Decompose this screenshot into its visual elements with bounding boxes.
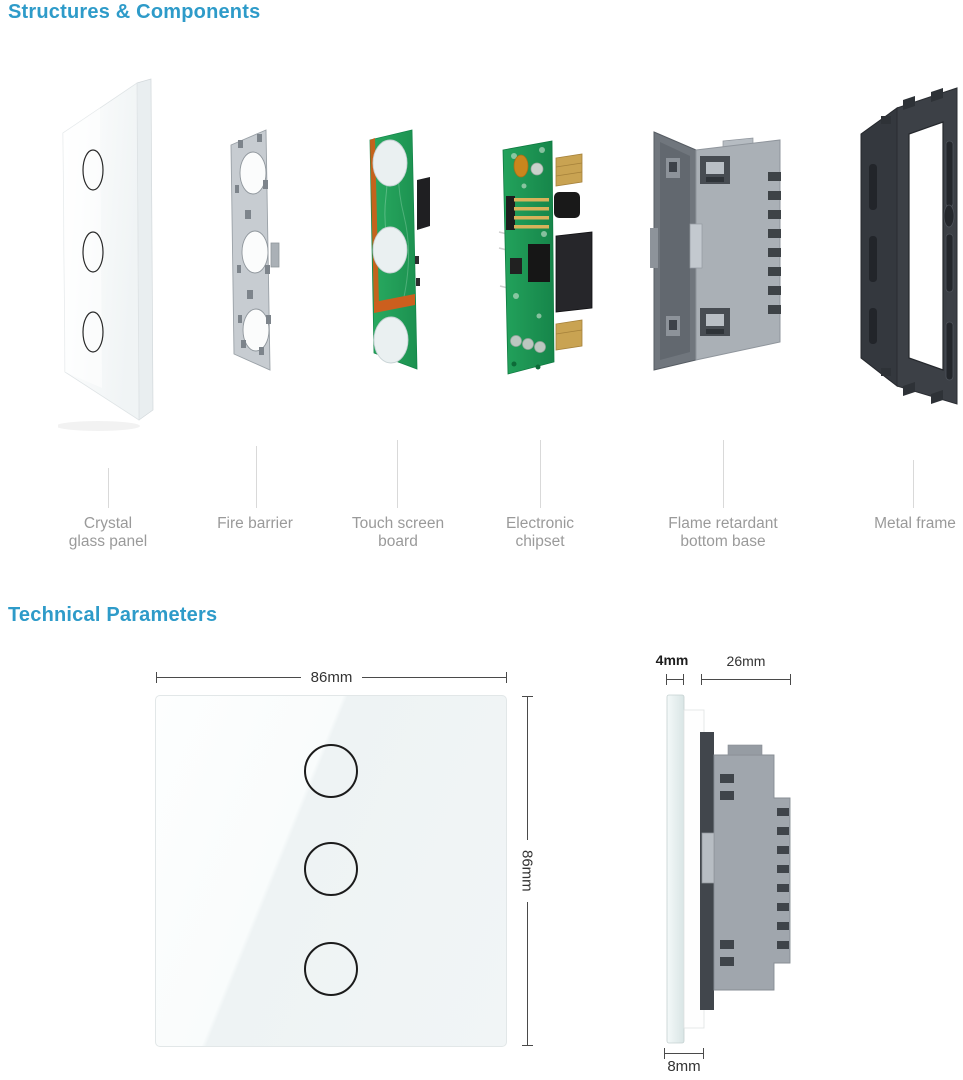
width-dimension-value: 86mm bbox=[310, 668, 353, 686]
side-view-profile bbox=[666, 694, 791, 1044]
height-dimension: 86mm bbox=[518, 696, 536, 1046]
component-label-crystal-glass-panel: Crystal glass panel bbox=[68, 515, 148, 550]
front-view-panel bbox=[155, 695, 507, 1047]
leader-line bbox=[397, 440, 398, 508]
electronic-chipset-illustration bbox=[498, 140, 593, 375]
leader-line bbox=[913, 460, 914, 508]
component-label-flame-retardant-base: Flame retardant bottom base bbox=[668, 515, 778, 550]
leader-line bbox=[108, 468, 109, 508]
leader-line bbox=[256, 446, 257, 508]
flame-retardant-base-illustration bbox=[650, 131, 781, 371]
width-dimension: 86mm bbox=[156, 668, 507, 686]
leader-line bbox=[723, 440, 724, 508]
leader-line bbox=[540, 440, 541, 508]
component-label-electronic-chipset: Electronic chipset bbox=[505, 515, 575, 550]
glass-thickness-dimension bbox=[666, 674, 684, 685]
depth-dimension bbox=[701, 674, 791, 685]
crystal-glass-panel-illustration bbox=[58, 78, 154, 431]
metal-frame-illustration bbox=[860, 87, 958, 405]
component-label-touch-screen-board: Touch screen board bbox=[351, 515, 445, 550]
touch-button-circle bbox=[304, 744, 358, 798]
height-dimension-value: 86mm bbox=[518, 850, 536, 892]
touch-button-circle bbox=[304, 842, 358, 896]
glass-thickness-value: 4mm bbox=[655, 652, 689, 668]
panel-thickness-value: 8mm bbox=[667, 1058, 701, 1075]
structures-section-title: Structures & Components bbox=[8, 1, 261, 23]
component-label-fire-barrier: Fire barrier bbox=[217, 515, 293, 532]
touch-screen-board-illustration bbox=[369, 129, 430, 370]
depth-value: 26mm bbox=[726, 653, 766, 669]
component-label-metal-frame: Metal frame bbox=[874, 515, 956, 532]
touch-button-circle bbox=[304, 942, 358, 996]
panel-thickness-dimension bbox=[664, 1048, 704, 1059]
fire-barrier-illustration bbox=[230, 129, 280, 371]
parameters-section-title: Technical Parameters bbox=[8, 604, 218, 626]
